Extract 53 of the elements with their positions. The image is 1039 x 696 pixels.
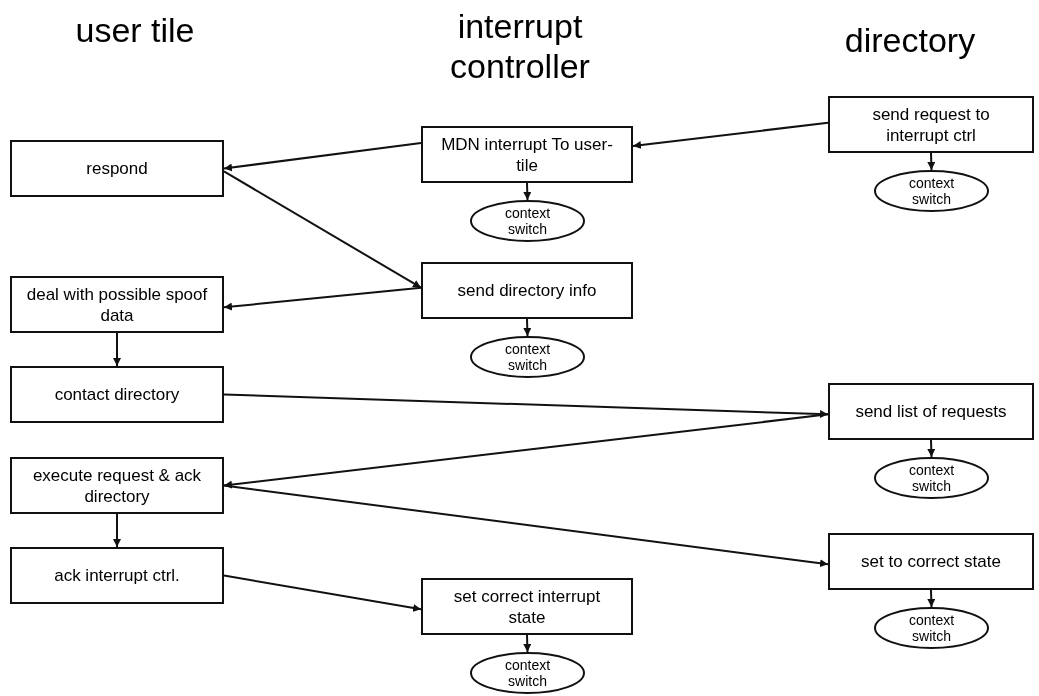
context-switch-ellipse [874,607,989,649]
column-heading: user tile [74,10,196,50]
process-box [828,533,1034,590]
context-switch-ellipse [874,170,989,212]
arrow [223,413,829,489]
process-box [10,457,224,514]
node-label: context switch [503,341,552,373]
column-heading: directory [843,20,977,60]
arrow [223,286,422,311]
node-label: set to correct state [860,551,1002,572]
node-label: ack interrupt ctrl. [53,565,181,586]
process-box [421,126,633,183]
node-label: set correct interrupt state [452,585,602,628]
node-label: deal with possible spoof data [25,283,209,326]
process-box [10,140,224,197]
process-box [10,366,224,423]
node-label: context switch [503,657,552,689]
node-label: send request to interrupt ctrl [871,103,991,146]
node-label: context switch [907,175,956,207]
arrow [927,152,936,171]
arrow [223,574,422,612]
arrow [632,121,829,149]
node-label: context switch [907,612,956,644]
node-label: MDN interrupt To user-tile [440,133,614,176]
arrow [927,439,936,458]
node-label: context switch [503,205,552,237]
arrow [523,318,532,337]
node-label: send list of requests [854,401,1008,422]
arrow [223,393,829,419]
node-label: execute request & ack directory [31,464,203,507]
arrow [927,589,936,608]
process-box [421,578,633,635]
node-label: respond [85,158,149,179]
process-box [828,96,1034,153]
node-label: send directory info [456,280,598,301]
arrow [113,332,121,367]
context-switch-ellipse [470,200,585,242]
node-label: context switch [907,462,956,494]
arrow [223,484,829,568]
context-switch-ellipse [874,457,989,499]
arrow [223,170,422,289]
process-box [828,383,1034,440]
column-heading: interrupt controller [449,6,591,86]
node-label: contact directory [53,384,181,405]
arrow [113,513,121,548]
arrow [523,182,532,201]
process-box [10,547,224,604]
arrow [223,142,422,172]
context-switch-ellipse [470,336,585,378]
context-switch-ellipse [470,652,585,694]
arrow [523,634,532,653]
process-box [421,262,633,319]
process-box [10,276,224,333]
